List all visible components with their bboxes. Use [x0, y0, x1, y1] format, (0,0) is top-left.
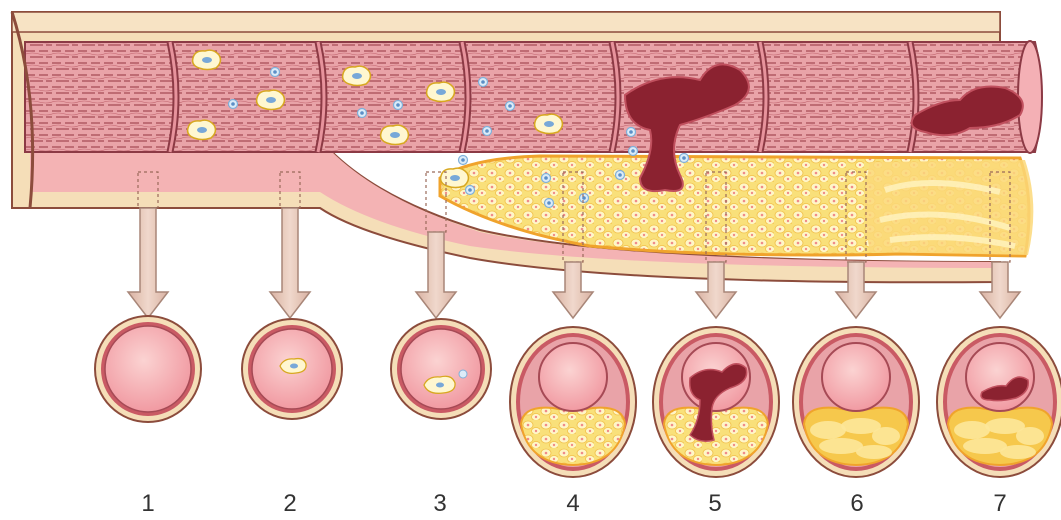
cross-sections — [95, 316, 1061, 477]
vessel-media — [25, 41, 1042, 153]
stage-label-4: 4 — [553, 490, 593, 518]
section-arrow-1 — [128, 208, 168, 318]
vessel-end-opening — [1018, 41, 1042, 153]
cross-section-1 — [95, 316, 201, 422]
macrophage-4 — [343, 66, 371, 85]
cross-section-5 — [653, 327, 779, 477]
cross-section-6-lumen — [822, 343, 890, 411]
cross-section-7 — [937, 327, 1061, 477]
cross-section-4-lumen — [539, 343, 607, 411]
stage-label-2: 2 — [270, 490, 310, 518]
cross-section-4 — [510, 327, 636, 477]
stage-label-3: 3 — [420, 490, 460, 518]
section-arrow-2 — [270, 208, 310, 318]
macrophage-7 — [535, 114, 563, 133]
stage-label-7: 7 — [980, 490, 1020, 518]
cross-section-2 — [242, 319, 342, 419]
macrophage-6 — [381, 125, 409, 144]
cross-section-3 — [391, 319, 491, 419]
macrophage-1 — [193, 50, 221, 69]
macrophage-8 — [441, 168, 469, 187]
macrophage-5 — [427, 82, 455, 101]
stage-label-1: 1 — [128, 490, 168, 518]
stage-label-6: 6 — [837, 490, 877, 518]
macrophage-2 — [257, 90, 285, 109]
cross-section-6 — [793, 327, 919, 477]
stage-label-5: 5 — [695, 490, 735, 518]
macrophage-3 — [188, 120, 216, 139]
